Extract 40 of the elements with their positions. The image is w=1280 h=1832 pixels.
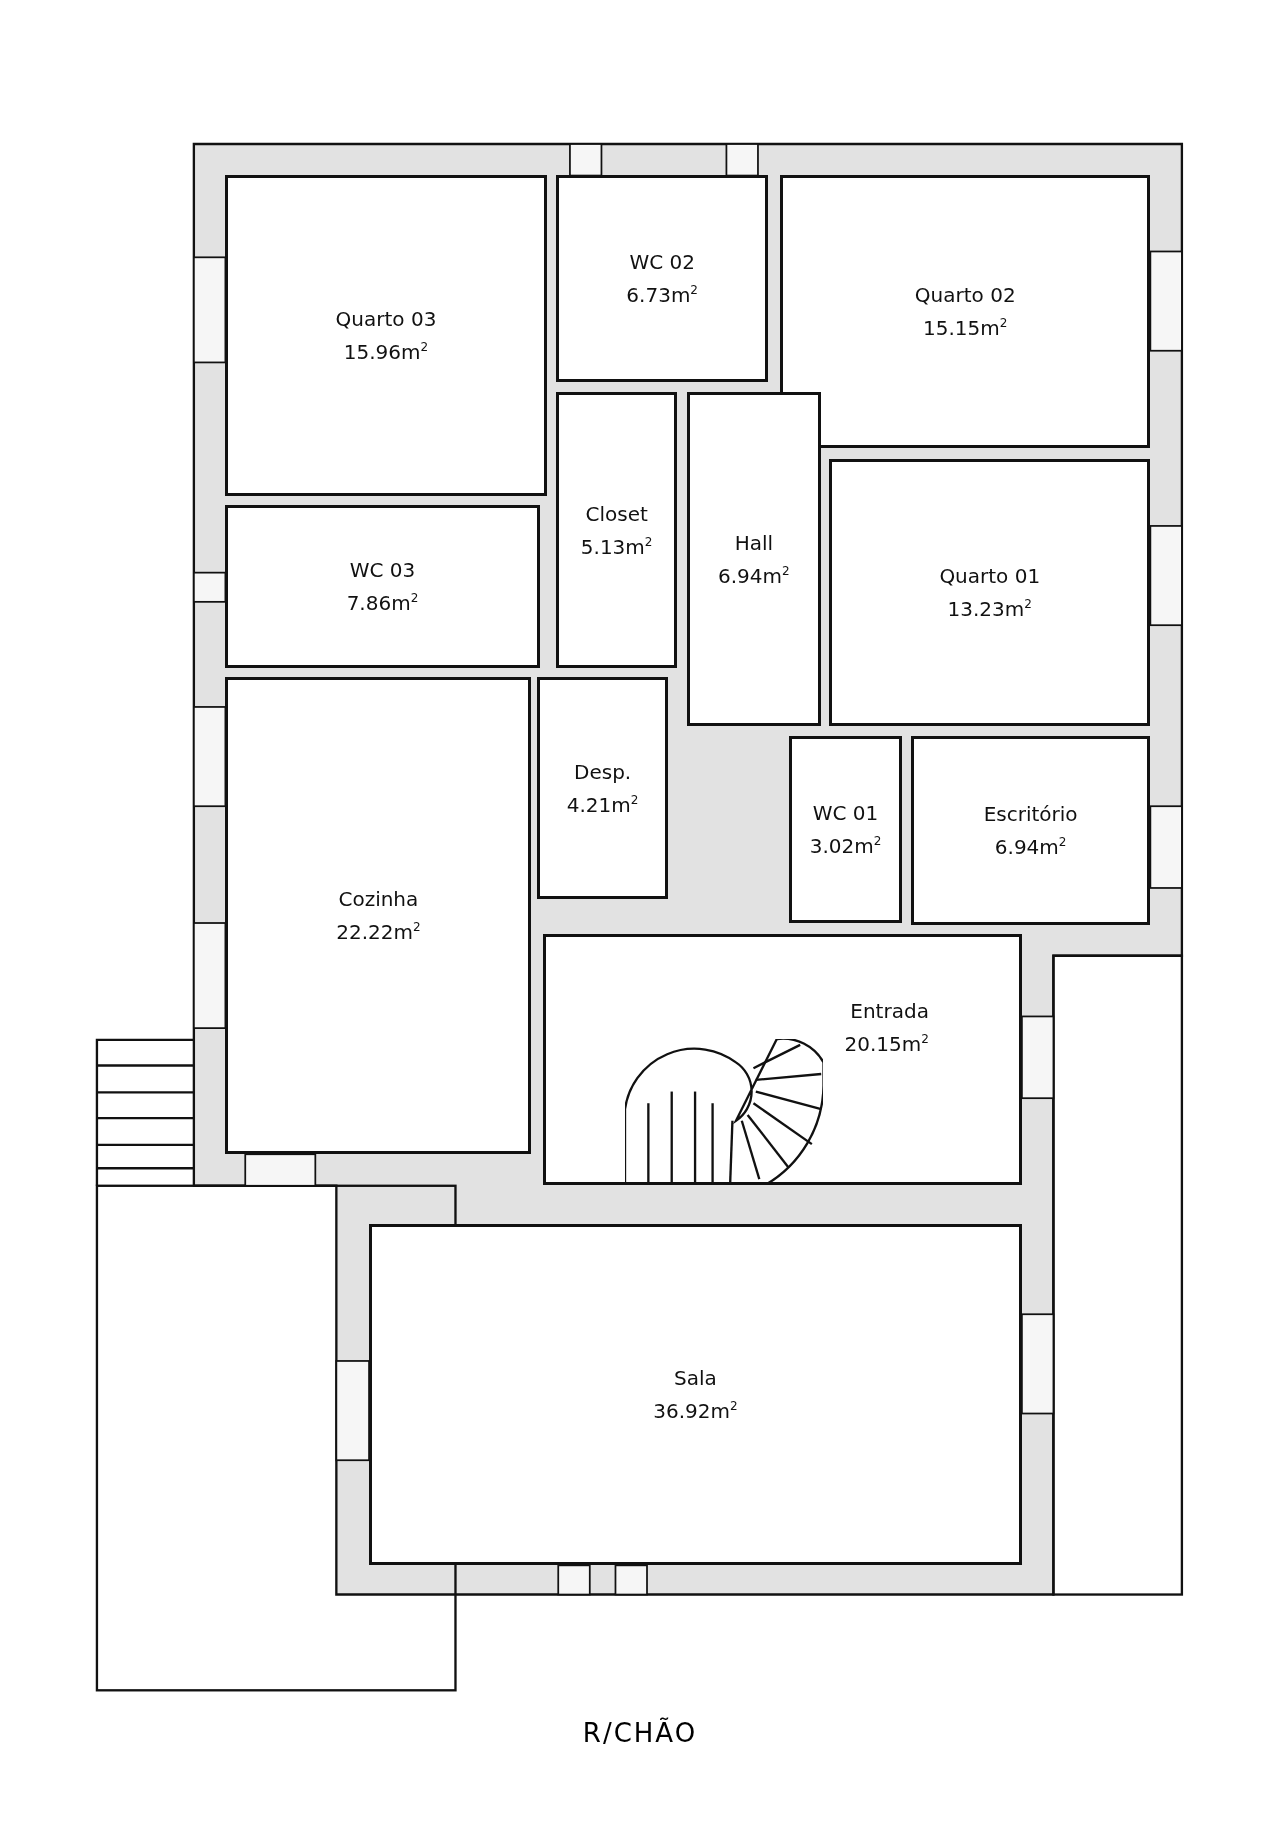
room-name: Hall	[734, 530, 774, 558]
room-outline	[910, 735, 1151, 925]
room-outline	[780, 175, 1151, 449]
room-name: Closet	[585, 500, 648, 528]
room-area: 3.02m$^{2}$	[809, 826, 882, 860]
room-name: WC 03	[349, 556, 416, 584]
room-outline	[829, 458, 1151, 727]
room-outline	[555, 392, 678, 668]
room-area: 6.94m$^{2}$	[994, 828, 1067, 861]
room-name: Quarto 03	[335, 306, 437, 334]
room-outline	[555, 175, 769, 382]
room-outline	[225, 504, 540, 668]
room-name: Entrada	[850, 998, 929, 1026]
room-outline	[686, 392, 821, 727]
room-name: WC 01	[812, 799, 879, 827]
room-area: 20.15m$^{2}$	[844, 1025, 929, 1058]
room-outline	[543, 934, 1022, 1186]
room-outline	[789, 735, 902, 923]
room-area: 15.96m$^{2}$	[343, 333, 429, 367]
room-outline	[537, 677, 668, 900]
floor-label: R/CHÃO	[582, 1718, 698, 1748]
room-outline	[225, 175, 547, 497]
room-area: 4.21m$^{2}$	[566, 785, 639, 819]
room-area: 36.92m$^{2}$	[653, 1392, 738, 1425]
room-name: Escritório	[983, 801, 1078, 829]
room-area: 6.73m$^{2}$	[626, 276, 698, 309]
room-area: 6.94m$^{2}$	[718, 557, 790, 590]
room-outline	[369, 1223, 1022, 1565]
room-name: Desp.	[574, 758, 632, 786]
room-name: Sala	[674, 1365, 717, 1393]
room-area: 7.86m$^{2}$	[346, 583, 419, 617]
room-outline	[225, 677, 532, 1154]
room-name: Quarto 02	[914, 282, 1016, 310]
room-area: 15.15m$^{2}$	[923, 309, 1008, 343]
room-name: Quarto 01	[939, 563, 1041, 591]
room-area: 13.23m$^{2}$	[947, 590, 1032, 623]
room-area: 22.22m$^{2}$	[336, 913, 421, 946]
room-name: WC 02	[629, 249, 695, 277]
room-name: Cozinha	[338, 886, 419, 914]
room-area: 5.13m$^{2}$	[580, 527, 653, 561]
